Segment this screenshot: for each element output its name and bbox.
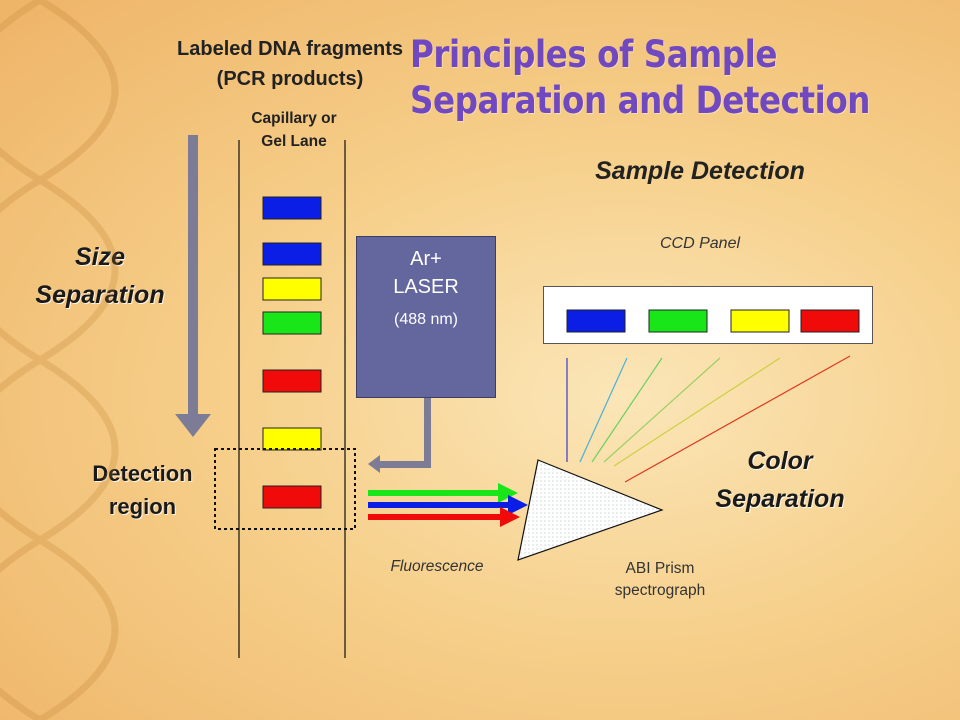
size-separation-arrow — [175, 135, 211, 437]
gel-band-green — [262, 311, 322, 335]
ccd-cell-blue — [566, 309, 626, 333]
sample-detection-label: Sample Detection — [595, 157, 805, 185]
color-separation-label: Color Separation — [690, 442, 870, 518]
prism-triangle — [517, 459, 664, 561]
gel-band-yellow — [262, 277, 322, 301]
prism-label-line-1: ABI Prism — [625, 560, 695, 577]
dispersed-rays — [566, 355, 851, 483]
color-separation-line-2: Separation — [715, 485, 845, 513]
fragments-label-line-2: (PCR products) — [216, 68, 364, 90]
laser-wavelength: (488 nm) — [393, 311, 459, 328]
detection-region-line-1: Detection — [92, 461, 193, 486]
gel-band-red — [262, 485, 322, 509]
capillary-label-line-2: Gel Lane — [261, 133, 327, 150]
gel-band-blue — [262, 242, 322, 266]
laser-line-2: LASER — [393, 276, 459, 298]
fluorescence-beam-green — [368, 483, 518, 503]
color-separation-line-1: Color — [747, 447, 813, 475]
fragments-label: Labeled DNA fragments (PCR products) — [120, 34, 460, 94]
laser-beam-arrow — [368, 398, 431, 473]
detection-region-label: Detection region — [50, 457, 235, 523]
ray-lightgreen — [603, 357, 721, 463]
ccd-cell-red — [800, 309, 860, 333]
ccd-panel-label: CCD Panel — [659, 235, 741, 252]
ray-cyan — [579, 357, 628, 463]
capillary-label: Capillary or Gel Lane — [224, 107, 364, 153]
laser-box: Ar+ LASER (488 nm) — [356, 236, 496, 398]
gel-band-red — [262, 369, 322, 393]
title-line-1: Principles of Sample — [410, 33, 777, 76]
detection-region-box — [214, 448, 356, 530]
prism-label-line-2: spectrograph — [614, 582, 706, 599]
ccd-cell-green — [648, 309, 708, 333]
fluorescence-beam-blue — [368, 495, 528, 515]
fragments-label-line-1: Labeled DNA fragments — [177, 38, 403, 60]
laser-line-1: Ar+ — [410, 248, 442, 270]
gel-band-blue — [262, 196, 322, 220]
detection-region-line-2: region — [108, 494, 177, 519]
size-separation-label: Size Separation — [10, 238, 190, 314]
size-separation-line-2: Separation — [35, 281, 165, 309]
capillary-label-line-1: Capillary or — [251, 110, 337, 127]
title-line-2: Separation and Detection — [410, 79, 871, 122]
ccd-cell-yellow — [730, 309, 790, 333]
gel-band-yellow — [262, 427, 322, 451]
size-separation-line-1: Size — [74, 243, 126, 271]
slide-title: Principles of Sample Separation and Dete… — [410, 32, 885, 124]
ray-green — [591, 357, 663, 463]
fluorescence-beam-red — [368, 507, 520, 527]
dna-helix-background — [0, 0, 119, 720]
prism-label: ABI Prism spectrograph — [575, 558, 745, 602]
ray-red — [624, 355, 851, 483]
fluorescence-label: Fluorescence — [390, 558, 484, 575]
ray-yellowgreen — [613, 357, 781, 467]
